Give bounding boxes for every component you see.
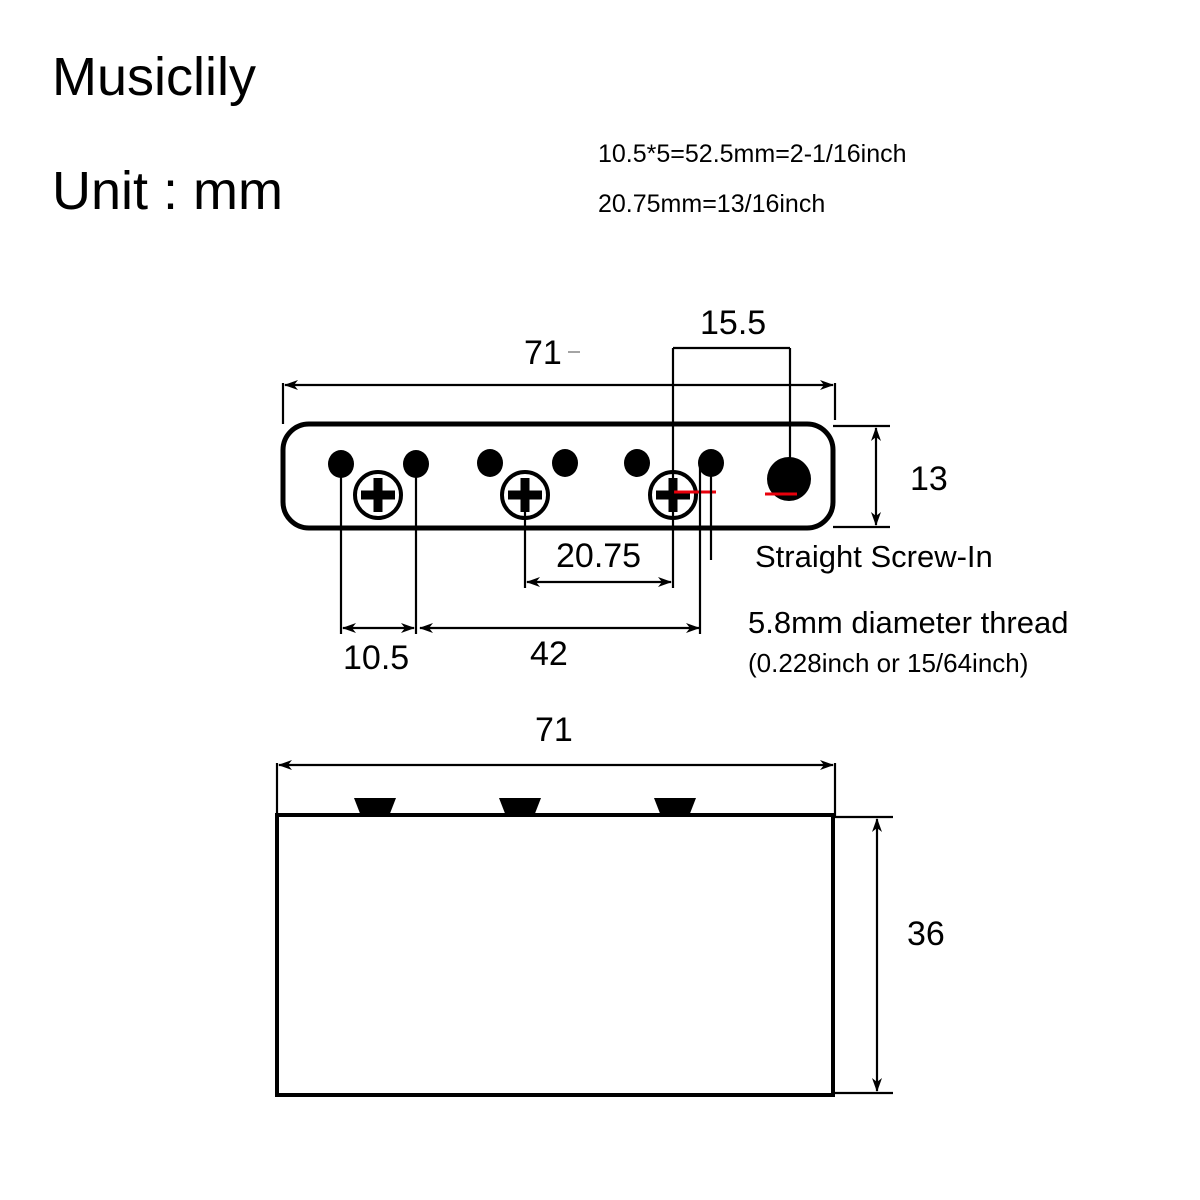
string-hole-6 [698, 449, 724, 477]
dimension-36 [833, 815, 893, 1095]
callout-thread-spec-inch: (0.228inch or 15/64inch) [748, 648, 1029, 678]
dimension-71-side [275, 760, 837, 818]
conversion-note-1: 10.5*5=52.5mm=2-1/16inch [598, 140, 907, 168]
side-view-body [275, 813, 835, 1097]
dimension-label-overall-width-top: 71 [524, 334, 562, 372]
red-centre-marks [673, 490, 797, 496]
dimension-71-top [281, 351, 837, 424]
string-holes [328, 449, 724, 478]
unit-label: Unit : mm [52, 161, 284, 221]
dimension-label-side-height: 36 [907, 915, 945, 953]
extension-lines-top-view [339, 468, 713, 634]
saddle-tab-3 [654, 798, 696, 816]
callout-thread-spec: 5.8mm diameter thread [748, 605, 1069, 640]
screw-hole-1 [353, 470, 403, 520]
saddle-tabs [354, 798, 696, 816]
callout-mount-type: Straight Screw-In [755, 539, 993, 574]
string-hole-2 [403, 450, 429, 478]
dimension-label-string-hole-pitch: 10.5 [343, 639, 410, 677]
saddle-tab-2 [499, 798, 541, 816]
saddle-tab-1 [354, 798, 396, 816]
dimension-15-5 [671, 346, 792, 500]
dimension-label-screw-spacing: 20.75 [556, 537, 642, 575]
conversion-note-2: 20.75mm=13/16inch [598, 190, 826, 218]
dimension-label-plate-height: 13 [910, 460, 948, 498]
string-hole-3 [477, 449, 503, 477]
dimension-label-screw-to-hole: 15.5 [700, 304, 767, 342]
string-hole-5 [624, 449, 650, 477]
dimension-13 [833, 424, 890, 529]
brand-title: Musiclily [52, 47, 257, 107]
string-hole-1 [328, 450, 354, 478]
dimension-label-side-width: 71 [535, 711, 573, 749]
string-hole-4 [552, 449, 578, 477]
dimension-label-string-hole-span: 42 [530, 635, 568, 673]
